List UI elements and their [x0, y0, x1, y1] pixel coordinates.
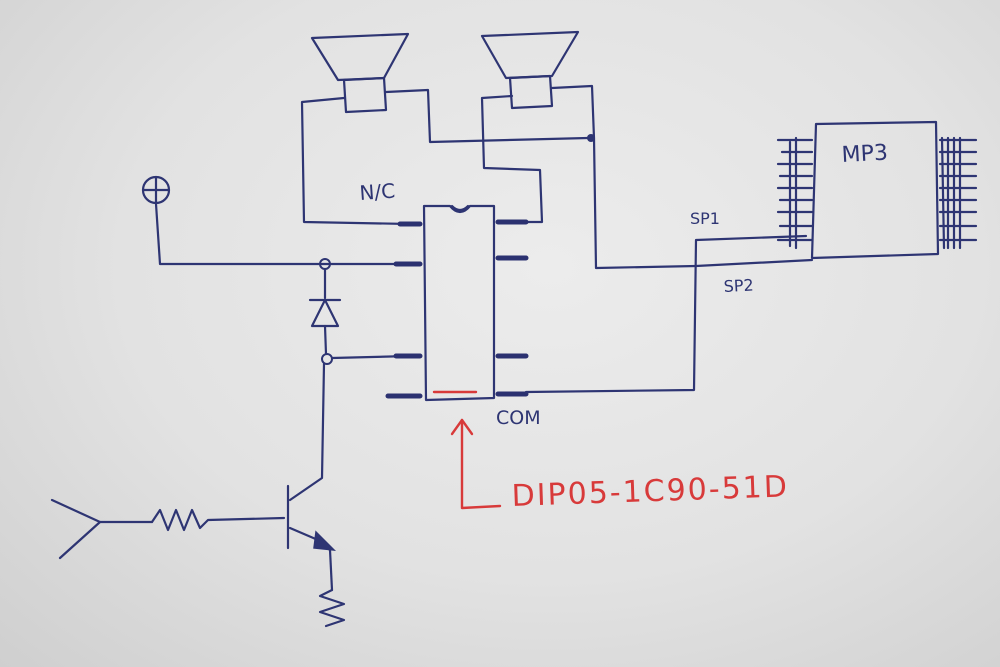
- speaker-left: [310, 32, 410, 114]
- ground-symbol: [318, 588, 346, 628]
- mp3-label: MP3: [841, 141, 888, 168]
- sp2-wire: [694, 258, 814, 268]
- positive-terminal: [141, 175, 412, 266]
- part-number-label: DIP05-1C90-51D: [511, 469, 789, 514]
- npn-transistor: [286, 362, 337, 592]
- com-label: COM: [496, 407, 541, 429]
- com-wire: [524, 234, 808, 394]
- base-resistor: [150, 508, 286, 532]
- speaker-right: [480, 30, 580, 110]
- sp2-label: SP2: [723, 275, 754, 296]
- relay-dip-package: [385, 204, 529, 402]
- speaker-wiring: [300, 84, 698, 270]
- flyback-diode: [308, 267, 342, 356]
- nc-label: N/C: [359, 179, 396, 205]
- mp3-module: [776, 120, 978, 260]
- input-arrow: [50, 498, 154, 560]
- sp1-label: SP1: [690, 209, 720, 228]
- junction-dot-speaker: [587, 134, 595, 142]
- junction-node-coil: [321, 353, 333, 365]
- part-pointer-arrow: [450, 418, 502, 510]
